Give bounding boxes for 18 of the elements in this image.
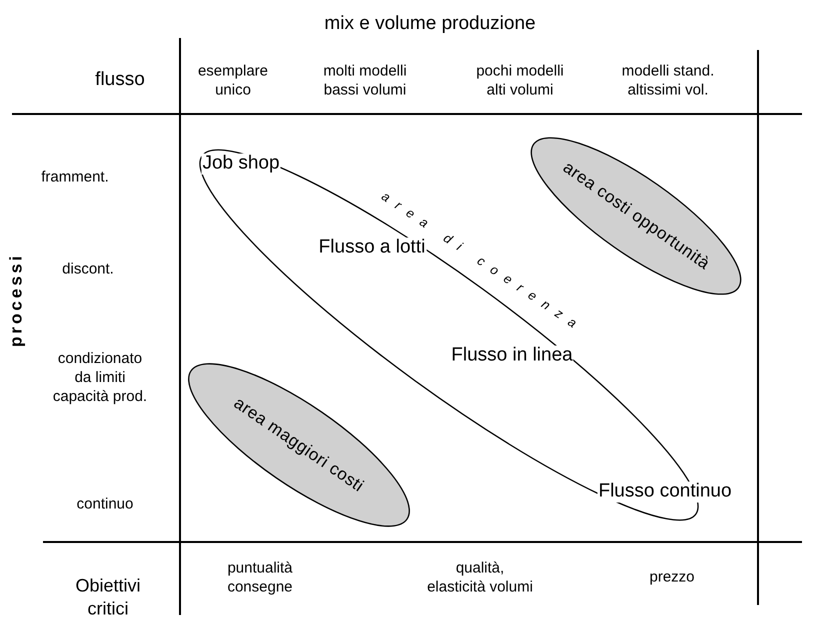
- objective-label: qualità, elasticità volumi: [426, 559, 534, 597]
- objective-label: puntualità consegne: [226, 559, 294, 597]
- column-header: pochi modelli alti volumi: [475, 62, 565, 100]
- axis-title: mix e volume produzione: [323, 12, 537, 36]
- row-label: condizionato da limiti capacità prod.: [52, 350, 148, 406]
- row-label: discont.: [61, 260, 115, 280]
- column-header: modelli stand. altissimi vol.: [620, 62, 716, 100]
- objective-label: prezzo: [648, 568, 696, 588]
- row-label: framment.: [40, 168, 110, 188]
- shaded-ellipse: [188, 362, 410, 528]
- axis-title: processi: [5, 253, 26, 347]
- flow-type-label: Flusso continuo: [597, 482, 733, 502]
- row-header-title: flusso: [94, 68, 146, 92]
- column-header: molti modelli bassi volumi: [322, 62, 408, 100]
- row-label: continuo: [76, 496, 134, 514]
- row-header-title: Obiettivi critici: [74, 574, 142, 620]
- flow-type-label: Job shop: [201, 154, 281, 174]
- column-header: esemplare unico: [196, 62, 270, 100]
